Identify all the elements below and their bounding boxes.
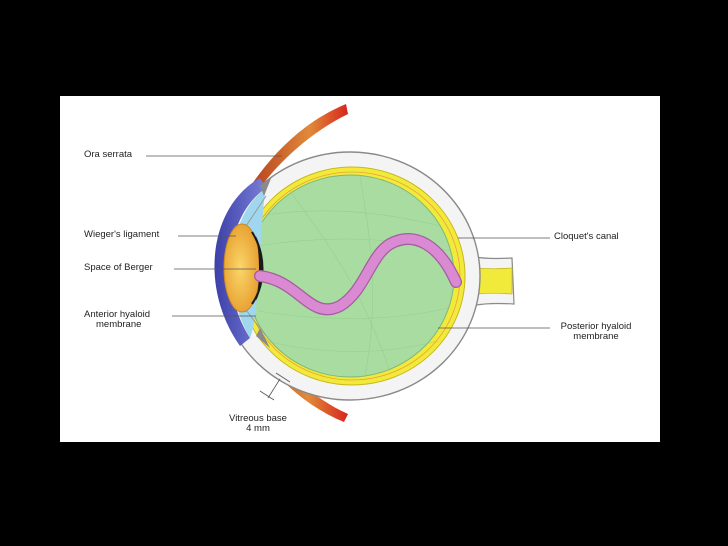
label-anterior-hyaloid-2: membrane <box>96 319 142 330</box>
iris-lower <box>256 328 270 348</box>
vitreous-base-tick-2 <box>275 372 291 383</box>
label-ora-serrata: Ora serrata <box>84 149 133 160</box>
berger-outline <box>251 231 264 305</box>
label-posterior-hyaloid-2: membrane <box>573 331 619 342</box>
zonules-upper <box>245 195 267 227</box>
label-vitreous-base-1: Vitreous base <box>229 413 287 424</box>
iris-upper <box>260 176 272 196</box>
label-posterior-hyaloid-1: Posterior hyaloid <box>560 321 632 332</box>
cornea <box>214 178 266 346</box>
upper-muscle-band <box>252 104 348 188</box>
zonules-lower <box>245 309 267 337</box>
cloquets-canal-fill <box>255 234 461 315</box>
label-cloquets-canal: Cloquet's canal <box>554 231 619 242</box>
label-anterior-hyaloid-1: Anterior hyaloid <box>84 309 151 320</box>
vitreous-base-tick-1 <box>259 390 275 401</box>
eye-diagram <box>146 104 550 422</box>
diagram-slide: Ora serrata Wieger's ligament Space of B… <box>60 96 660 442</box>
leader-lines <box>146 155 550 401</box>
label-vitreous-base-2: 4 mm <box>246 423 270 434</box>
label-wiegers-ligament: Wieger's ligament <box>84 229 160 240</box>
leader-vitreous-base <box>267 378 281 399</box>
label-space-of-berger: Space of Berger <box>84 262 153 273</box>
